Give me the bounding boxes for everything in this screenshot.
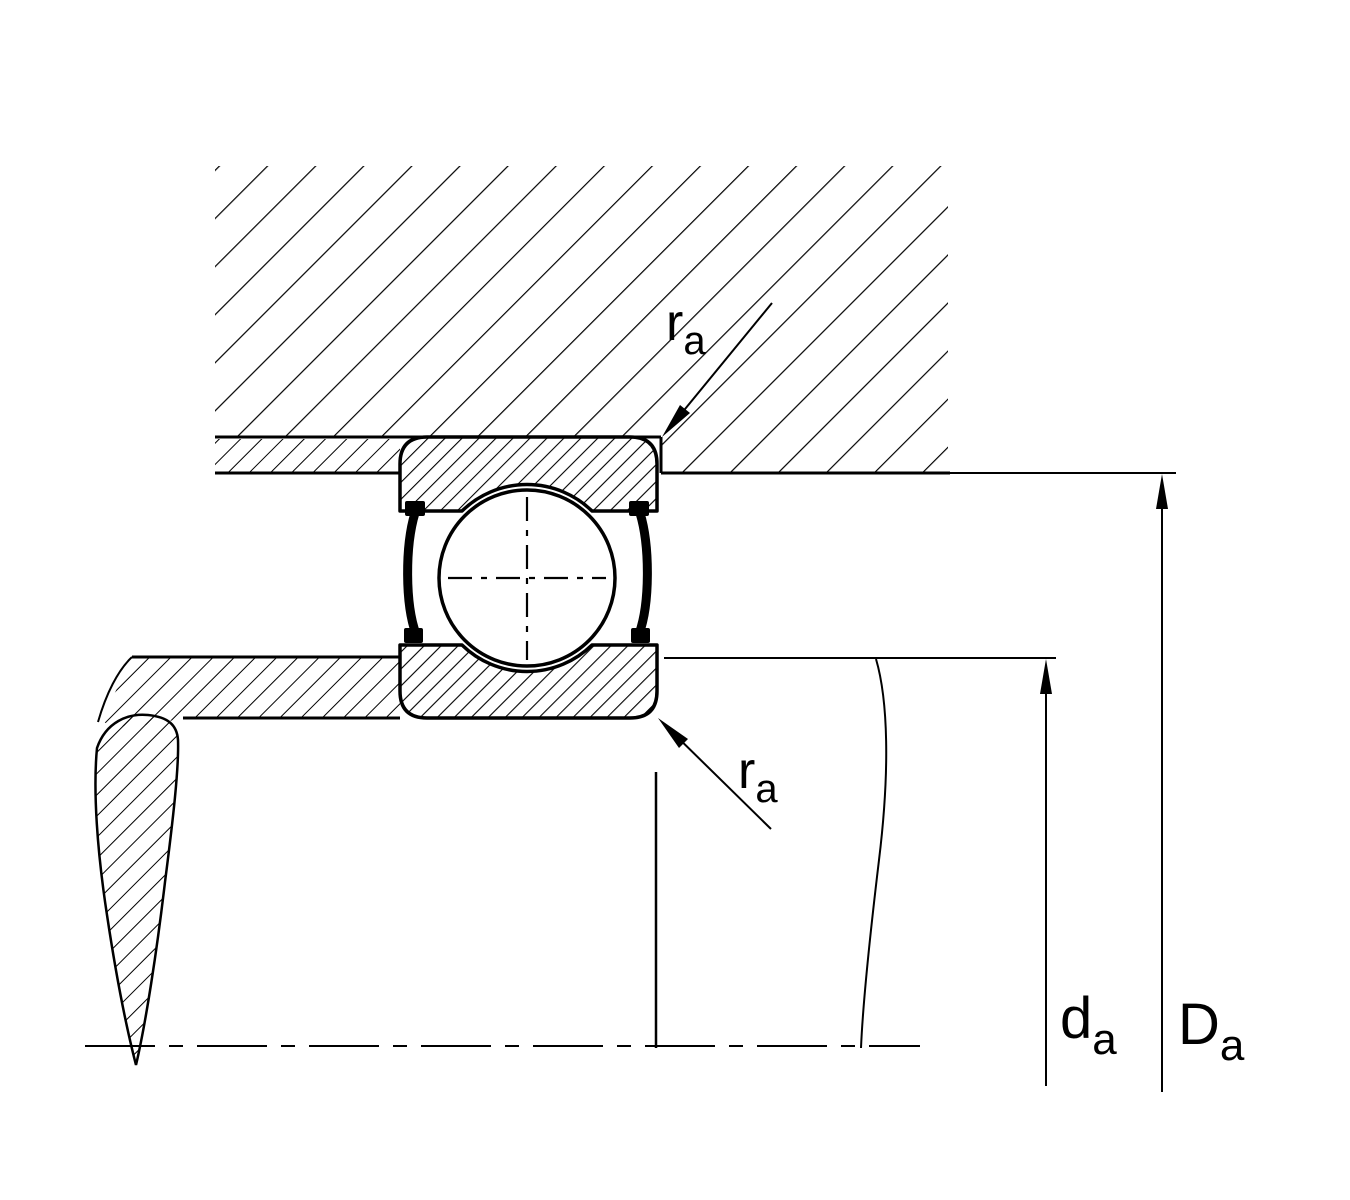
ra-bottom-arrowhead-icon <box>658 718 688 748</box>
shaft-end-contour <box>860 658 888 1049</box>
da-arrowhead-icon <box>1040 659 1052 694</box>
bearing-inner-ring-section <box>398 643 659 720</box>
seal-left-bottom-anchor <box>404 628 423 643</box>
bearing-outer-ring-section <box>398 435 659 513</box>
label-ra-top: ra <box>666 294 706 363</box>
seal-right <box>629 501 652 643</box>
seal-right-bottom-anchor <box>631 628 650 643</box>
ra-top-arrowhead-icon <box>662 405 690 437</box>
seal-left-top-anchor <box>405 501 425 516</box>
seal-left <box>403 501 425 643</box>
label-Da: Da <box>1178 992 1245 1070</box>
label-da: da <box>1060 986 1117 1064</box>
shaft-shoulder-section <box>104 657 400 727</box>
housing-cover-section <box>215 439 400 472</box>
label-ra-bottom: ra <box>738 742 778 811</box>
shaft-break-section <box>94 713 180 1066</box>
seal-right-lip <box>634 511 652 636</box>
shaft-shoulder-fillet-edge <box>97 656 133 723</box>
Da-arrowhead-icon <box>1156 474 1168 509</box>
housing-section-hatch <box>215 166 948 473</box>
seal-left-lip <box>403 511 421 636</box>
